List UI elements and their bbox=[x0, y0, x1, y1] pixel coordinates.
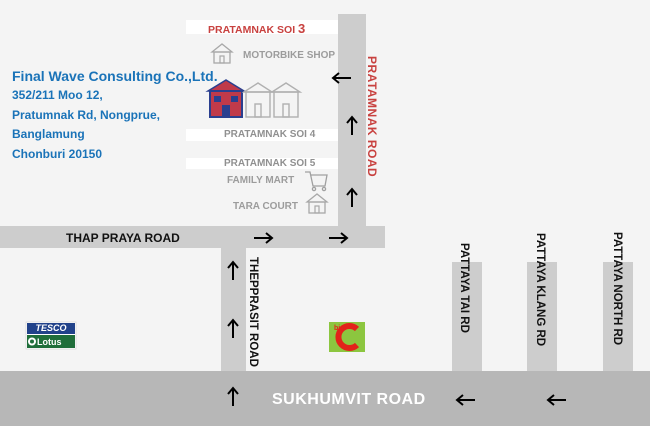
svg-text:big: big bbox=[334, 325, 345, 332]
address-line: Pratumnak Rd, Nongprue, bbox=[12, 107, 161, 122]
soi3-prefix: PRATAMNAK SOI bbox=[208, 24, 299, 36]
road-pattaya-klang bbox=[527, 262, 557, 371]
soi3-number: 3 bbox=[298, 21, 306, 36]
tesco-logo-text: TESCO bbox=[35, 323, 67, 333]
road-soi3 bbox=[186, 20, 338, 34]
company-info: Final Wave Consulting Co.,Ltd. 352/211 M… bbox=[12, 66, 218, 164]
tara-court-label: TARA COURT bbox=[233, 201, 298, 212]
cart-icon bbox=[305, 171, 328, 192]
motorbike-shop-label: MOTORBIKE SHOP bbox=[243, 50, 336, 61]
thap-praya-road-label: THAP PRAYA ROAD bbox=[66, 231, 180, 245]
pattaya-tai-road-label: PATTAYA TAI RD bbox=[458, 243, 470, 333]
soi3-label: PRATAMNAK SOI 3 bbox=[208, 21, 305, 36]
road-pattaya-north bbox=[603, 262, 633, 371]
pattaya-north-road-label: PATTAYA NORTH RD bbox=[611, 232, 623, 346]
house-icon bbox=[241, 82, 303, 118]
pratamnak-road-label: PRATAMNAK ROAD bbox=[365, 56, 379, 178]
sukhumvit-road-label: SUKHUMVIT ROAD bbox=[272, 391, 426, 408]
soi5-label: PRATAMNAK SOI 5 bbox=[224, 158, 316, 169]
soi4-label: PRATAMNAK SOI 4 bbox=[224, 129, 316, 140]
house-icon bbox=[211, 43, 233, 64]
big-c-logo: big bbox=[329, 322, 365, 352]
lotus-logo-text: Lotus bbox=[37, 337, 62, 347]
family-mart-label: FAMILY MART bbox=[227, 175, 295, 186]
house-icon bbox=[306, 193, 328, 214]
road-sukhumvit bbox=[0, 371, 650, 426]
road-soi5 bbox=[186, 158, 338, 169]
road-pattaya-tai bbox=[452, 262, 482, 371]
tesco-lotus-logo bbox=[25, 321, 77, 350]
thepprasit-road-label: THEPPRASIT ROAD bbox=[247, 257, 259, 367]
road-soi4 bbox=[186, 129, 338, 141]
company-name: Final Wave Consulting Co.,Ltd. bbox=[12, 68, 218, 84]
road-thap-praya bbox=[0, 226, 385, 248]
pattaya-klang-road-label: PATTAYA KLANG RD bbox=[534, 233, 546, 347]
address-line: 352/211 Moo 12, bbox=[12, 88, 103, 102]
address-line: Chonburi 20150 bbox=[12, 146, 103, 161]
office-building-icon bbox=[205, 79, 247, 118]
address-line: Banglamung bbox=[12, 127, 85, 141]
